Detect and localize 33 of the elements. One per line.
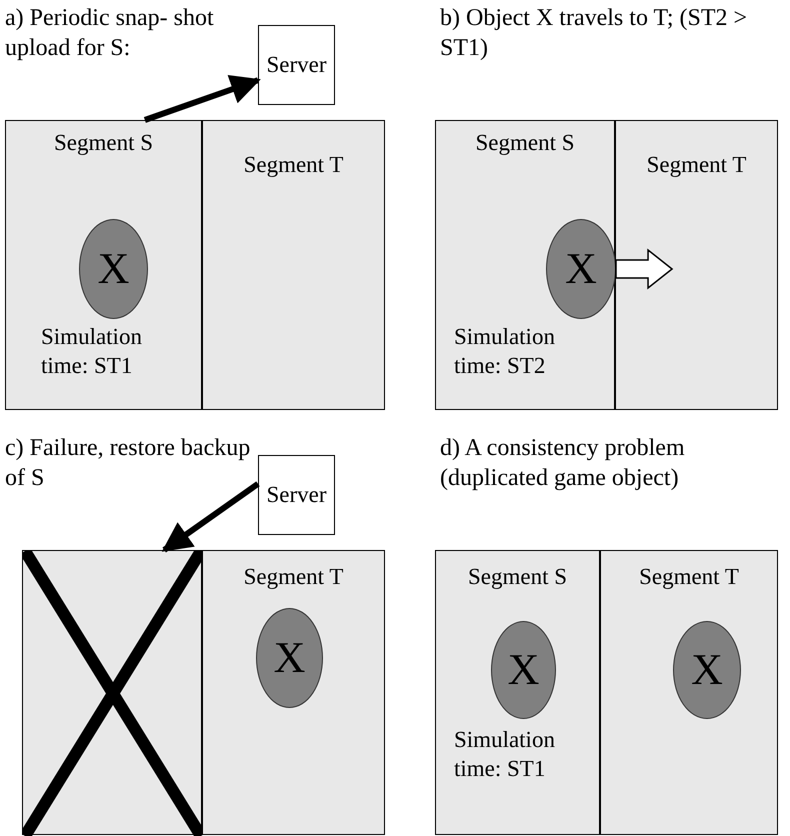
movement-arrow	[615, 248, 674, 290]
segment-box	[600, 550, 778, 835]
server-label: Server	[266, 50, 327, 79]
segment-box	[435, 120, 615, 410]
arrow	[144, 75, 261, 123]
segment-box	[202, 120, 385, 410]
object-label: X	[508, 648, 540, 692]
segment-box	[5, 120, 202, 410]
server-box	[258, 25, 335, 105]
segment-heading: Segment T	[638, 563, 740, 591]
segment-box	[615, 120, 778, 410]
segment-box	[435, 550, 600, 835]
segment-heading: Segment S	[52, 129, 154, 157]
segment-heading: Segment S	[474, 129, 576, 157]
panel-caption: b) Object X travels to T; (ST2 > ST1)	[440, 4, 748, 63]
object-label: X	[565, 247, 597, 291]
server-label: Server	[266, 480, 327, 509]
segment-box	[202, 550, 385, 835]
panel-caption: d) A consistency problem (duplicated game object)	[440, 434, 686, 493]
segment-heading: Segment S	[466, 563, 568, 591]
segment-heading: Segment T	[242, 563, 344, 591]
server-box	[258, 455, 335, 535]
object-label: X	[274, 636, 306, 680]
object-label: X	[98, 247, 130, 291]
object-label: X	[691, 648, 723, 692]
simulation-time-text: Simulation time: ST1	[454, 726, 556, 783]
panel-caption: c) Failure, restore backup of S	[5, 434, 252, 493]
arrow	[162, 481, 260, 552]
simulation-time-text: Simulation time: ST1	[41, 323, 143, 380]
simulation-time-text: Simulation time: ST2	[454, 323, 556, 380]
segment-heading: Segment T	[242, 151, 344, 179]
panel-caption: a) Periodic snap- shot upload for S:	[5, 4, 215, 63]
segment-heading: Segment T	[646, 151, 748, 179]
